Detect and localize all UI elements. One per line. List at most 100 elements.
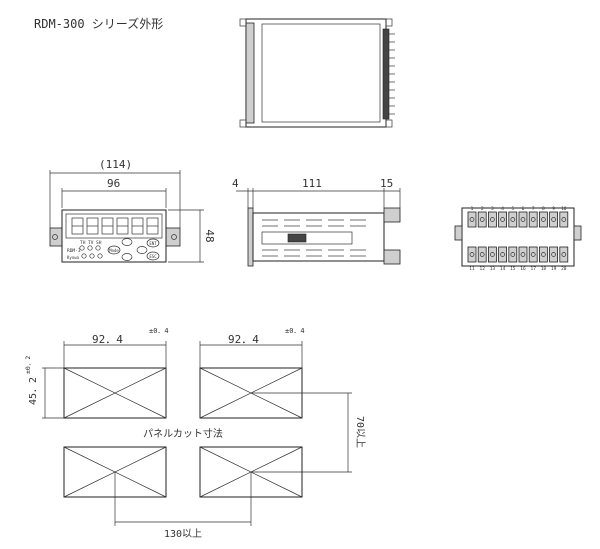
terminal-number-9: 9 xyxy=(552,206,555,212)
terminal-screw-18 xyxy=(541,252,546,257)
terminal-screw-5 xyxy=(510,217,516,222)
terminal-number-1: 1 xyxy=(471,206,474,212)
terminal-bottom-12 xyxy=(477,246,487,263)
terminal-bottom-15 xyxy=(508,246,518,263)
terminal-top-3 xyxy=(487,211,497,228)
indicator-label-th: TH xyxy=(80,240,86,246)
led-3 xyxy=(95,245,101,251)
down-key xyxy=(121,253,133,261)
terminal-bottom-13 xyxy=(487,246,497,263)
terminal-screw-17 xyxy=(530,252,536,257)
terminal-number-3: 3 xyxy=(491,206,494,212)
seven-segment-display xyxy=(71,217,159,235)
top-view-tab-upper xyxy=(239,18,247,27)
led-2 xyxy=(87,245,93,251)
terminal-bottom-16 xyxy=(518,246,528,263)
terminal-screw-13 xyxy=(490,252,495,257)
side-clamp xyxy=(287,233,307,243)
terminal-top-4 xyxy=(498,211,508,228)
terminal-screw-12 xyxy=(479,252,485,257)
terminal-screw-2 xyxy=(479,217,485,222)
terminal-screw-20 xyxy=(561,252,567,257)
terminal-screw-15 xyxy=(510,252,516,257)
terminal-number-8: 8 xyxy=(542,206,545,212)
terminal-screw-16 xyxy=(520,252,526,257)
ent-key-label: ENT xyxy=(149,241,157,246)
drawing-title: RDM-300 シリーズ外形 xyxy=(34,16,163,31)
top-view-tab-lower-right xyxy=(385,119,393,128)
terminal-screw-11 xyxy=(469,252,475,257)
led-6 xyxy=(97,253,103,259)
terminal-number-13: 13 xyxy=(490,266,496,272)
dim-side-mid: 111 xyxy=(302,177,322,190)
dim-height-label: 48 xyxy=(203,229,216,242)
terminal-screw-8 xyxy=(541,217,546,222)
terminal-top-9 xyxy=(549,211,558,228)
terminal-number-15: 15 xyxy=(510,266,516,272)
side-terminal-upper xyxy=(383,207,401,223)
cut-vertical-pitch: 70以上 xyxy=(354,416,366,448)
indicator-label-sh: SH xyxy=(96,240,102,246)
terminal-number-12: 12 xyxy=(479,266,485,272)
mode-key xyxy=(107,245,121,255)
terminal-bottom-11 xyxy=(467,246,477,263)
rear-left-lug xyxy=(454,225,463,241)
up-key xyxy=(121,238,133,246)
terminal-number-16: 16 xyxy=(520,266,526,272)
terminal-screw-6 xyxy=(520,217,526,222)
terminal-screw-7 xyxy=(530,217,536,222)
dim-side-left: 4 xyxy=(232,177,239,190)
terminal-number-6: 6 xyxy=(522,206,525,212)
terminal-number-5: 5 xyxy=(511,206,514,212)
terminal-number-10: 10 xyxy=(561,206,567,212)
terminal-screw-10 xyxy=(561,217,567,222)
terminal-top-1 xyxy=(467,211,477,228)
top-view-connector xyxy=(382,28,390,120)
terminal-top-10 xyxy=(559,211,569,228)
terminal-bottom-19 xyxy=(549,246,558,263)
terminal-number-14: 14 xyxy=(500,266,506,272)
terminal-screw-19 xyxy=(551,252,556,257)
terminal-screw-3 xyxy=(490,217,495,222)
terminal-top-8 xyxy=(539,211,548,228)
terminal-number-4: 4 xyxy=(501,206,504,212)
indicator-label-tv: TV xyxy=(88,240,94,246)
dim-width-label: 96 xyxy=(107,177,120,190)
front-left-lug xyxy=(49,227,63,247)
terminal-top-5 xyxy=(508,211,518,228)
led-5 xyxy=(89,253,95,259)
terminal-top-2 xyxy=(477,211,487,228)
terminal-number-20: 20 xyxy=(561,266,567,272)
terminal-screw-1 xyxy=(469,217,475,222)
cutout-top-left xyxy=(63,367,167,419)
terminal-screw-9 xyxy=(551,217,556,222)
terminal-number-2: 2 xyxy=(481,206,484,212)
top-view-body xyxy=(245,18,387,128)
cut-height: 45．2 xyxy=(28,377,39,405)
terminal-screw-14 xyxy=(500,252,505,257)
ent-key xyxy=(146,238,160,248)
cut-width-left: 92．4 xyxy=(92,333,123,346)
top-view-connector-pins xyxy=(389,33,395,115)
terminal-bottom-14 xyxy=(498,246,508,263)
cut-height-tol: ±0．2 xyxy=(24,356,32,374)
panel-cut-label: パネルカット寸法 xyxy=(143,427,223,440)
top-view-bezel xyxy=(245,22,255,124)
panel-cut-diagram: 92．4 ±0．4 92．4 ±0．4 45．2 ±0．2 パネルカット寸法 xyxy=(24,327,366,540)
led-1 xyxy=(79,245,85,251)
front-bezel xyxy=(61,209,167,263)
brand-mark-model: RDM-3 xyxy=(67,248,81,254)
cut-width-right: 92．4 xyxy=(228,333,259,346)
terminal-screw-4 xyxy=(500,217,505,222)
terminal-number-17: 17 xyxy=(530,266,536,272)
brand-mark-maker: Kyowa xyxy=(67,255,80,260)
front-right-lug xyxy=(165,227,181,247)
side-view: 4 111 15 xyxy=(232,177,401,267)
rear-right-lug xyxy=(573,225,582,241)
terminal-number-19: 19 xyxy=(551,266,557,272)
cut-horizontal-pitch: 130以上 xyxy=(164,528,202,540)
terminal-bottom-18 xyxy=(539,246,548,263)
front-view: (114) 96 48 TH TV SH xyxy=(49,158,216,263)
